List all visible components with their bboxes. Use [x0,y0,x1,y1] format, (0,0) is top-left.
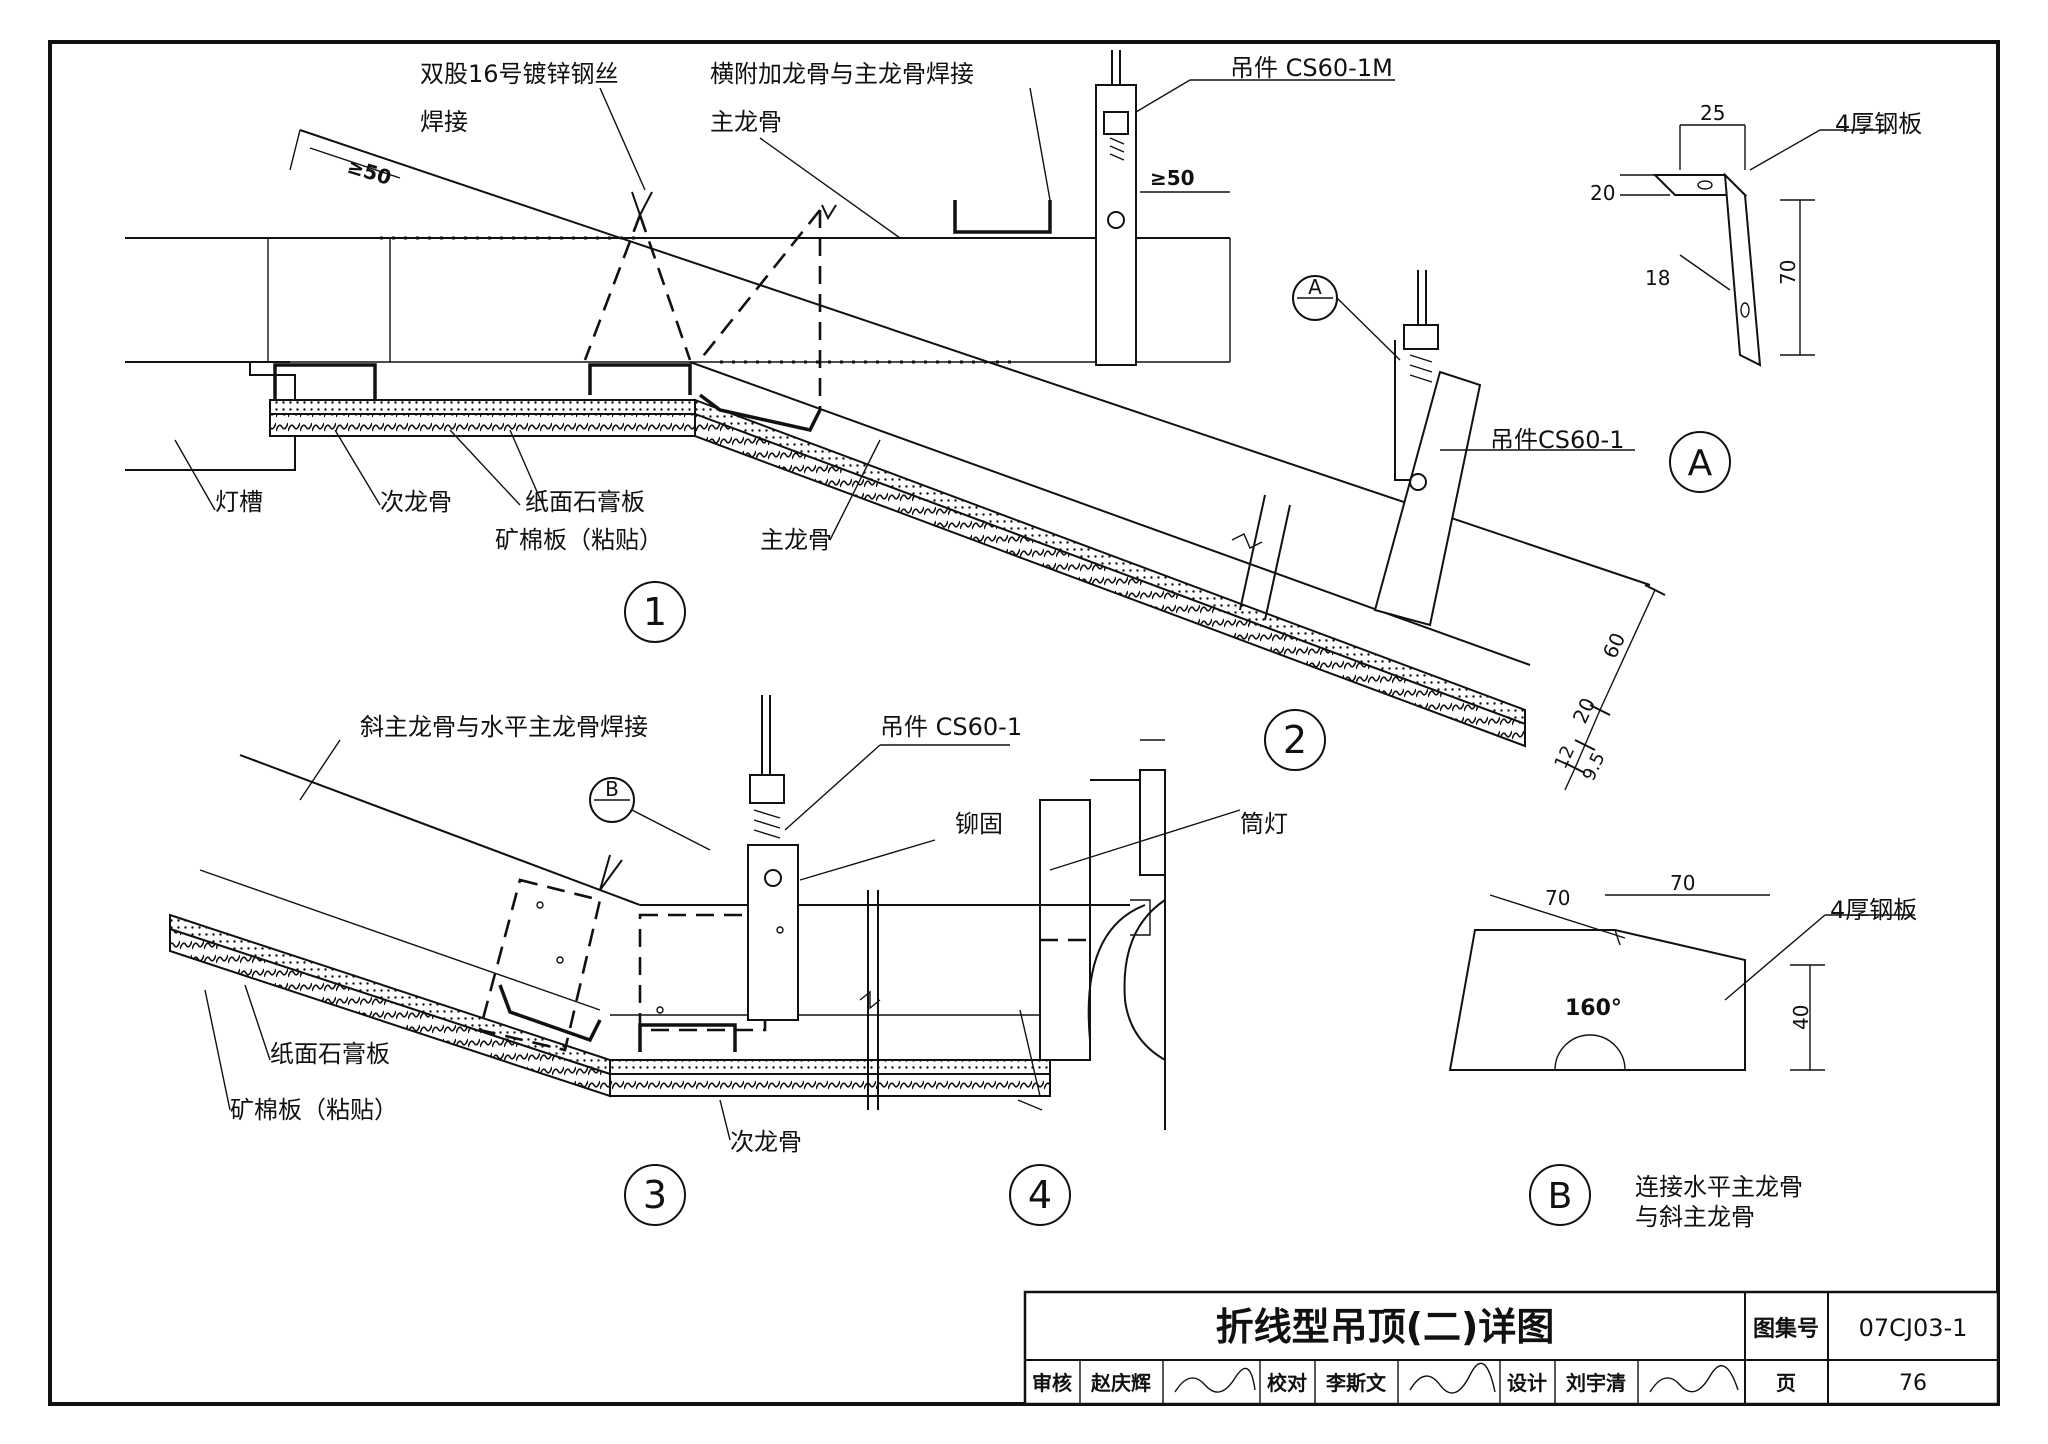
detail-1-marker [624,581,686,643]
detail-a-letter: A [1688,443,1713,484]
dim-a-70: 70 [1776,260,1800,285]
sub-keel-channel [273,363,377,400]
designer-name: 刘宇清 [1566,1371,1626,1395]
gypsum-board-flat-3 [609,1059,1051,1075]
detail-b-caption-2: 与斜主龙骨 [1635,1203,1755,1231]
label-sub-keel-1: 次龙骨 [380,488,452,516]
dim-60: 60 [1598,629,1631,662]
label-slant-weld: 斜主龙骨与水平主龙骨焊接 [360,713,648,741]
checker-signature [1409,1362,1496,1394]
label-rivet: 铆固 [955,810,1003,838]
detail-a [1620,124,1890,493]
gypsum-board-flat [269,399,696,415]
callout-a-letter: A [1308,275,1322,299]
detail-3-4: B [169,695,1241,1141]
detail-4-marker [1009,1164,1071,1226]
label-gypsum-1: 纸面石膏板 [525,488,645,516]
detail-2-marker [1264,709,1326,771]
detail-3-number: 3 [643,1173,667,1217]
detail-3-marker [624,1164,686,1226]
detail-b-caption-1: 连接水平主龙骨 [1635,1173,1803,1201]
label-hanger-1m: 吊件 CS60-1M [1230,54,1393,82]
dim-a-20: 20 [1590,181,1615,205]
label-double-wire: 双股16号镀锌钢丝 [420,60,619,88]
detail-b-letter: B [1548,1176,1573,1217]
label-main-keel-top: 主龙骨 [710,108,782,136]
label-weld: 焊接 [420,108,468,136]
dim-b-70a: 70 [1545,886,1570,910]
drawing-title: 折线型吊顶(二)详图 [1216,1305,1555,1349]
mineral-board-flat [269,413,696,437]
design-label: 设计 [1507,1371,1547,1395]
dim-b-70b: 70 [1670,871,1695,895]
callout-b [589,777,635,823]
label-hanger-cs60-1-a: 吊件CS60-1 [1490,426,1624,454]
label-sub-keel-3: 次龙骨 [730,1128,802,1156]
dim-b-angle: 160° [1565,996,1622,1021]
mineral-board-sloped-3 [169,927,611,1098]
mineral-board-flat-3 [609,1073,1051,1097]
mineral-board-sloped [694,412,1526,748]
hanger-cs60-1-lower [747,844,799,1021]
checker-name: 李斯文 [1325,1371,1387,1395]
label-main-keel-mid: 主龙骨 [760,526,832,554]
dim-ge50-right: ≥50 [1150,166,1195,190]
gypsum-board-sloped-3 [169,913,611,1076]
atlas-number: 07CJ03-1 [1859,1314,1968,1342]
downlight-housing [1039,799,1091,1061]
callout-b-letter: B [605,777,619,801]
label-downlight: 筒灯 [1240,810,1288,838]
review-label: 审核 [1032,1371,1072,1395]
label-gypsum-3: 纸面石膏板 [270,1040,390,1068]
cross-keel-channel [953,200,1052,234]
page-number: 76 [1899,1371,1927,1396]
detail-2-number: 2 [1283,718,1307,762]
label-mineral-1: 矿棉板（粘贴） [495,526,663,554]
title-block: 折线型吊顶(二)详图 图集号 07CJ03-1 审核 赵庆辉 校对 李斯文 设计… [1023,1290,2000,1406]
page-label: 页 [1776,1371,1796,1395]
label-a-plate: 4厚钢板 [1835,110,1922,138]
label-hanger-cs60-1-b: 吊件 CS60-1 [880,713,1022,741]
dim-b-40: 40 [1789,1005,1813,1030]
detail-b [1448,894,1915,1226]
reviewer-signature [1174,1367,1256,1393]
detail-1-2: A [125,50,1666,791]
slanted-main-keel [239,754,641,906]
label-cross-weld: 横附加龙骨与主龙骨焊接 [710,60,974,88]
dim-a-18: 18 [1645,266,1670,290]
dim-a-25: 25 [1700,101,1725,125]
detail-1-number: 1 [643,590,667,634]
check-label: 校对 [1267,1371,1307,1395]
light-trough [125,362,296,471]
label-light-trough: 灯槽 [215,488,263,516]
label-b-plate: 4厚钢板 [1830,896,1917,924]
detail-4-number: 4 [1028,1173,1052,1217]
atlas-label: 图集号 [1753,1316,1819,1342]
label-mineral-3: 矿棉板（粘贴） [230,1096,398,1124]
dim-9-5: 9.5 [1578,749,1609,784]
designer-signature [1649,1365,1739,1393]
reviewer-name: 赵庆辉 [1090,1371,1151,1395]
